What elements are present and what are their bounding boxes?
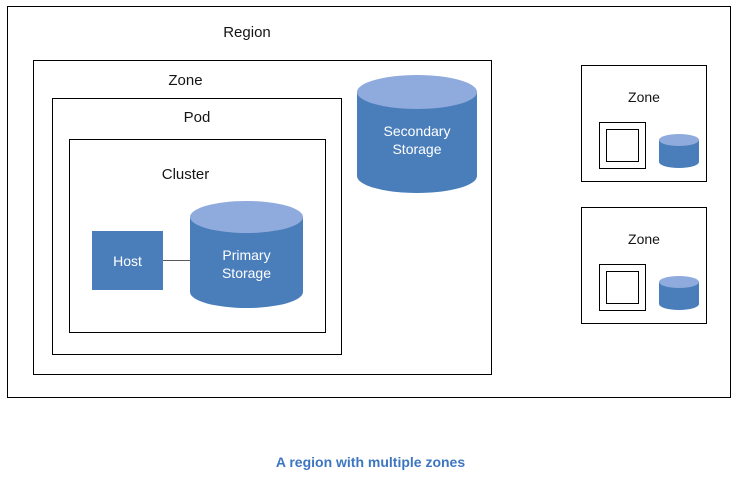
side-zone-a-storage-cylinder (659, 134, 699, 168)
side-zone-a-label: Zone (628, 89, 660, 105)
host-to-primary-storage-connector (163, 260, 191, 261)
cylinder-shape-icon (659, 134, 699, 168)
side-zone-a-container (581, 65, 707, 182)
side-zone-a-cluster-outline (606, 129, 639, 162)
side-zone-b-label: Zone (628, 231, 660, 247)
cylinder-shape-icon (357, 75, 477, 193)
secondary-storage-cylinder: Secondary Storage (357, 75, 477, 193)
cylinder-shape-icon (659, 276, 699, 310)
pod-container (52, 98, 342, 355)
cluster-label: Cluster (161, 166, 210, 183)
zone-main-container (33, 60, 492, 375)
primary-storage-cylinder: Primary Storage (190, 201, 303, 308)
side-zone-b-cluster-outline (606, 271, 639, 304)
side-zone-b-container (581, 207, 707, 324)
cluster-container (69, 139, 326, 333)
cylinder-shape-icon (190, 201, 303, 308)
diagram-caption: A region with multiple zones (275, 454, 466, 470)
host-node: Host (92, 231, 163, 290)
zone-main-label: Zone (168, 72, 203, 89)
side-zone-a-pod-outline (599, 122, 646, 169)
region-label: Region (223, 24, 271, 41)
side-zone-b-pod-outline (599, 264, 646, 311)
side-zone-b-storage-cylinder (659, 276, 699, 310)
pod-label: Pod (183, 109, 211, 126)
region-container (7, 6, 731, 398)
